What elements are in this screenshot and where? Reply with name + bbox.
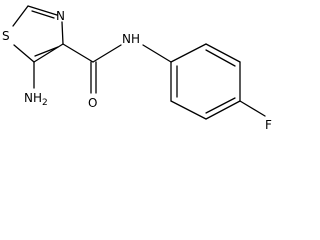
bond-s-c2 bbox=[12, 5, 29, 27]
atom-label-nh2-subscript: 2 bbox=[42, 98, 48, 108]
chemical-structure: S N NH2 O NH F bbox=[2, 5, 272, 132]
atom-label-f: F bbox=[265, 118, 272, 132]
bond-ar4-f bbox=[239, 100, 266, 117]
bond-ar4-ar5-double bbox=[205, 97, 236, 114]
bond-c4-c5 bbox=[33, 43, 64, 63]
atom-label-nh2: NH2 bbox=[24, 91, 48, 108]
bond-carbonyl-nh bbox=[92, 44, 122, 63]
bond-n3-c4 bbox=[61, 21, 64, 45]
bond-ar2-ar3-double bbox=[205, 49, 236, 67]
bond-ar5-ar6 bbox=[170, 100, 207, 120]
bond-c2-n3-double bbox=[31, 10, 55, 19]
atom-label-nh: NH bbox=[122, 32, 140, 46]
atom-label-o: O bbox=[88, 96, 97, 110]
atom-label-nh2-main: NH bbox=[24, 91, 42, 105]
bond-c2-n3 bbox=[27, 5, 58, 16]
bond-c4-c5-double bbox=[34, 46, 59, 57]
atom-label-s: S bbox=[2, 29, 10, 43]
bond-ar4-ar5 bbox=[205, 100, 241, 120]
bond-c5-s bbox=[13, 44, 35, 63]
bond-ar2-ar3 bbox=[205, 43, 241, 63]
bond-c4-carbonyl bbox=[62, 43, 94, 63]
atom-label-n-ring: N bbox=[56, 9, 65, 23]
bond-ar1-ar2 bbox=[170, 43, 207, 63]
bond-nh-aryl bbox=[142, 44, 172, 63]
